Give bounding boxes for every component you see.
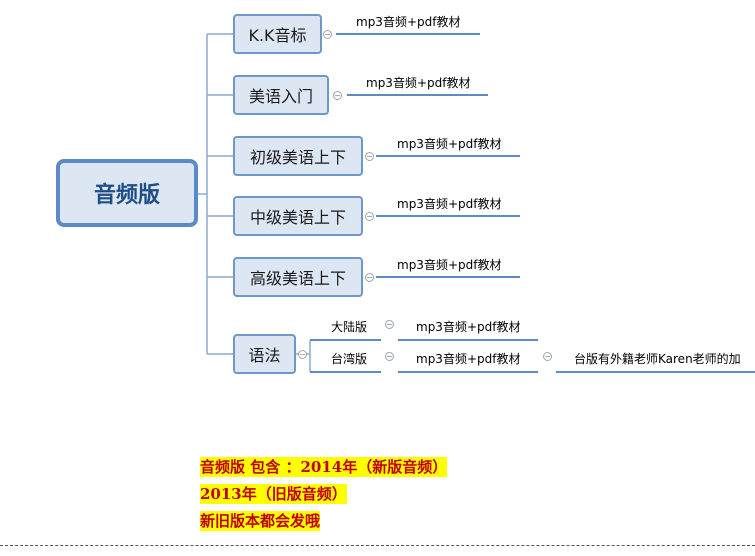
leaf-kk-materials[interactable]: mp3音频+pdf教材	[356, 15, 461, 29]
note-line-1: 音频版 包含 ：2014年（新版音频）	[200, 457, 448, 477]
topic-grammar[interactable]: 语法	[233, 334, 296, 374]
leaf-intro-materials[interactable]: mp3音频+pdf教材	[366, 76, 471, 90]
leaf-taiwan-note[interactable]: 台版有外籍老师Karen老师的加	[574, 352, 741, 366]
collapse-circle-icon[interactable]: −	[333, 91, 342, 100]
leaf-mainland-materials[interactable]: mp3音频+pdf教材	[416, 320, 521, 334]
collapse-circle-icon[interactable]: −	[323, 30, 332, 39]
collapse-circle-icon[interactable]: −	[365, 152, 374, 161]
topic-beginner[interactable]: 初级美语上下	[233, 136, 363, 176]
topic-intermediate[interactable]: 中级美语上下	[233, 196, 363, 236]
collapse-circle-icon[interactable]: −	[365, 273, 374, 282]
collapse-circle-icon[interactable]: −	[365, 212, 374, 221]
topic-advanced[interactable]: 高级美语上下	[233, 257, 363, 297]
leaf-mainland-edition[interactable]: 大陆版	[331, 320, 368, 334]
leaf-advanced-materials[interactable]: mp3音频+pdf教材	[397, 258, 502, 272]
leaf-intermediate-materials[interactable]: mp3音频+pdf教材	[397, 197, 502, 211]
collapse-circle-icon[interactable]: −	[543, 352, 552, 361]
root-topic[interactable]: 音频版	[56, 159, 198, 227]
leaf-taiwan-edition[interactable]: 台湾版	[331, 352, 368, 366]
leaf-beginner-materials[interactable]: mp3音频+pdf教材	[397, 137, 502, 151]
collapse-circle-icon[interactable]: −	[385, 320, 394, 329]
topic-kk-phonetics[interactable]: K.K音标	[233, 14, 322, 54]
leaf-taiwan-materials[interactable]: mp3音频+pdf教材	[416, 352, 521, 366]
topic-intro-american[interactable]: 美语入门	[233, 75, 329, 115]
note-line-2: 2013年（旧版音频）	[200, 484, 347, 504]
collapse-circle-icon[interactable]: −	[298, 350, 307, 359]
note-line-3: 新旧版本都会发哦	[200, 511, 321, 531]
collapse-circle-icon[interactable]: −	[385, 352, 394, 361]
page-break-divider	[0, 545, 755, 546]
